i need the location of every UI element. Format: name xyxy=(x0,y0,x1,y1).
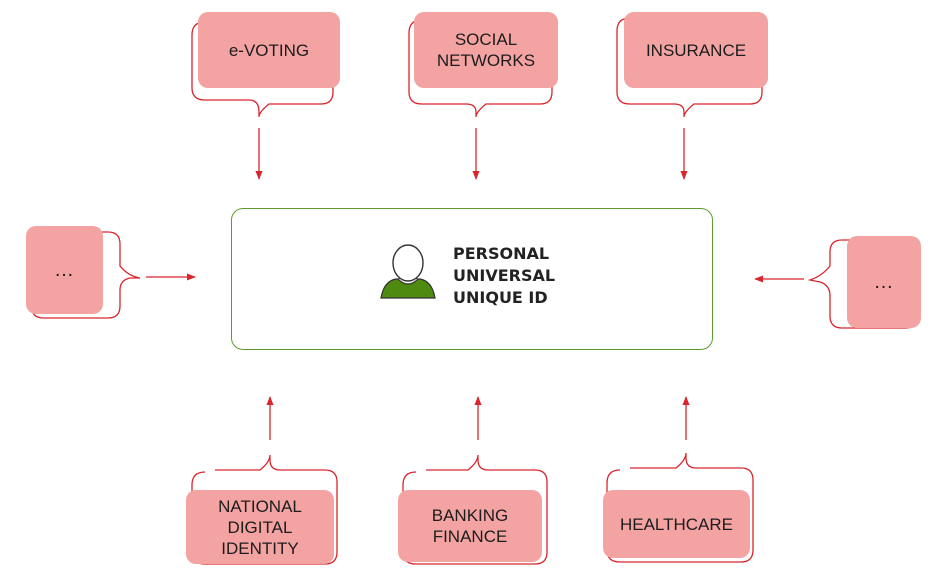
node-left-more-label: … xyxy=(54,258,75,281)
node-social-networks: SOCIAL NETWORKS xyxy=(414,12,558,88)
node-healthcare: HEALTHCARE xyxy=(603,490,750,558)
node-insurance: INSURANCE xyxy=(624,12,768,88)
node-evoting: e-VOTING xyxy=(198,12,340,88)
node-left-more: … xyxy=(26,226,103,314)
node-banking-finance: BANKING FINANCE xyxy=(398,490,542,562)
node-banking-finance-label: BANKING FINANCE xyxy=(431,506,509,546)
personal-id-label: PERSONAL UNIVERSAL UNIQUE ID xyxy=(453,244,556,307)
node-right-more-label: … xyxy=(873,270,895,293)
node-social-networks-label: SOCIAL NETWORKS xyxy=(436,30,536,70)
node-healthcare-label: HEALTHCARE xyxy=(619,514,734,534)
node-national-digital-identity: NATIONAL DIGITAL IDENTITY xyxy=(186,490,334,564)
node-insurance-label: INSURANCE xyxy=(645,40,747,60)
person-icon xyxy=(380,244,436,299)
node-evoting-label: e-VOTING xyxy=(228,40,310,60)
node-national-digital-identity-label: NATIONAL DIGITAL IDENTITY xyxy=(218,496,302,558)
personal-id-box xyxy=(231,208,713,350)
node-right-more: … xyxy=(847,236,921,328)
